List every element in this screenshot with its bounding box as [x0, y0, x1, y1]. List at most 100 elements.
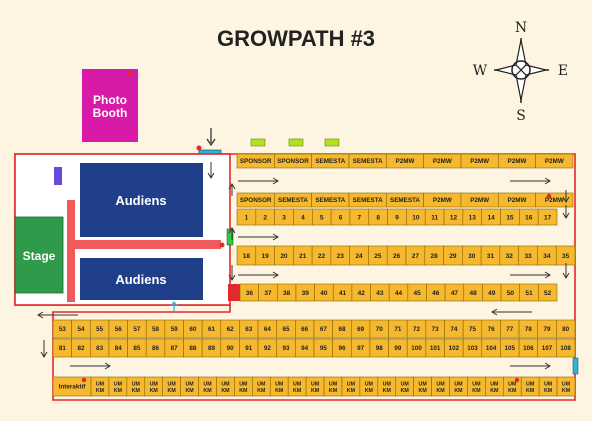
booth-umkm-label: KM — [526, 388, 535, 394]
booth-93-label: 93 — [283, 345, 291, 352]
flow-arrow — [562, 190, 570, 203]
booth-umkm-label: KM — [508, 388, 517, 394]
marker-dot — [81, 377, 87, 383]
booth-named-label: SEMESTA — [315, 158, 345, 165]
booth-7-label: 7 — [358, 214, 362, 221]
booth-54-label: 54 — [77, 326, 85, 333]
booth-51-label: 51 — [525, 290, 533, 297]
map-title: GROWPATH #3 — [217, 26, 375, 51]
flow-arrow — [228, 265, 236, 281]
booth-umkm-label: KM — [347, 388, 356, 394]
booth-named-label: SEMESTA — [315, 197, 345, 204]
booth-63-label: 63 — [245, 326, 253, 333]
booth-68-label: 68 — [338, 326, 346, 333]
booth-13-label: 13 — [469, 214, 477, 221]
booth-6-label: 6 — [339, 214, 343, 221]
booth-94-label: 94 — [301, 345, 309, 352]
booth-umkm-label: UM — [132, 382, 141, 388]
booth-64-label: 64 — [264, 326, 272, 333]
booth-umkm-label: UM — [401, 382, 410, 388]
booth-45-label: 45 — [414, 290, 422, 297]
booth-80-label: 80 — [562, 326, 570, 333]
booth-umkm-label: UM — [562, 382, 571, 388]
compass-south: S — [516, 108, 526, 124]
booth-named-label: P2MW — [508, 158, 527, 165]
booth-33-label: 33 — [524, 253, 532, 260]
booth-52 — [538, 283, 558, 302]
booth-21-label: 21 — [299, 253, 307, 260]
booth-umkm-label: UM — [239, 382, 248, 388]
booth-umkm-label: KM — [239, 388, 248, 394]
booth-52-label: 52 — [544, 290, 552, 297]
flow-arrow — [228, 227, 236, 240]
booth-31-label: 31 — [487, 253, 495, 260]
booth-umkm-label: UM — [365, 382, 374, 388]
booth-55-label: 55 — [96, 326, 104, 333]
green-door — [226, 228, 234, 246]
booth-umkm-label: UM — [472, 382, 481, 388]
marker-dot — [219, 242, 225, 248]
marker-dot — [514, 377, 520, 383]
booth-108 — [556, 338, 576, 358]
booth-90-label: 90 — [227, 345, 235, 352]
walkway-vertical — [67, 200, 75, 302]
booth-12-label: 12 — [450, 214, 458, 221]
flow-arrows — [37, 162, 570, 370]
flow-arrow — [207, 162, 215, 179]
flow-arrow — [562, 205, 570, 219]
booth-umkm-label: KM — [401, 388, 410, 394]
flow-arrow — [238, 271, 279, 279]
booth-106-label: 106 — [523, 345, 534, 352]
booth-umkm-label: UM — [96, 382, 105, 388]
booth-19-label: 19 — [262, 253, 270, 260]
audience-block-top: Audiens — [80, 163, 203, 237]
booth-umkm-label: KM — [114, 388, 123, 394]
flow-arrow — [238, 233, 279, 241]
compass-west: W — [473, 63, 488, 79]
booth-named-label: SPONSOR — [277, 158, 309, 165]
booth-40-label: 40 — [320, 290, 328, 297]
booth-umkm-label: KM — [150, 388, 159, 394]
booth-92-label: 92 — [264, 345, 272, 352]
booth-named-label: SPONSOR — [240, 158, 272, 165]
booth-37-label: 37 — [264, 290, 272, 297]
booth-71-label: 71 — [394, 326, 402, 333]
booth-99-label: 99 — [394, 345, 402, 352]
booth-23-label: 23 — [337, 253, 345, 260]
red-door — [228, 284, 240, 301]
booth-88-label: 88 — [189, 345, 197, 352]
booth-77-label: 77 — [506, 326, 514, 333]
booth-81-label: 81 — [59, 345, 67, 352]
flow-arrow — [37, 311, 78, 319]
booth-named-label: P2MW — [396, 158, 415, 165]
marker-dot — [196, 145, 202, 151]
booth-41-label: 41 — [339, 290, 347, 297]
booth-96-label: 96 — [338, 345, 346, 352]
booth-70-label: 70 — [376, 326, 384, 333]
booth-72-label: 72 — [413, 326, 421, 333]
flow-arrow — [510, 177, 551, 185]
booth-named — [535, 153, 574, 169]
booth-59-label: 59 — [171, 326, 179, 333]
booth-3-label: 3 — [282, 214, 286, 221]
booth-53-label: 53 — [59, 326, 67, 333]
booth-46-label: 46 — [432, 290, 440, 297]
photo-booth: Photo Booth — [82, 69, 138, 142]
flow-arrow — [40, 340, 48, 358]
booth-87-label: 87 — [171, 345, 179, 352]
booth-18-label: 18 — [243, 253, 251, 260]
booth-umkm-label: UM — [168, 382, 177, 388]
compass-north: N — [515, 20, 527, 36]
booth-49-label: 49 — [488, 290, 496, 297]
booth-17-label: 17 — [544, 214, 552, 221]
compass-east: E — [558, 63, 568, 79]
booth-38-label: 38 — [283, 290, 291, 297]
booth-26-label: 26 — [393, 253, 401, 260]
booth-umkm-label: UM — [293, 382, 302, 388]
booth-98-label: 98 — [376, 345, 384, 352]
booth-29-label: 29 — [449, 253, 457, 260]
